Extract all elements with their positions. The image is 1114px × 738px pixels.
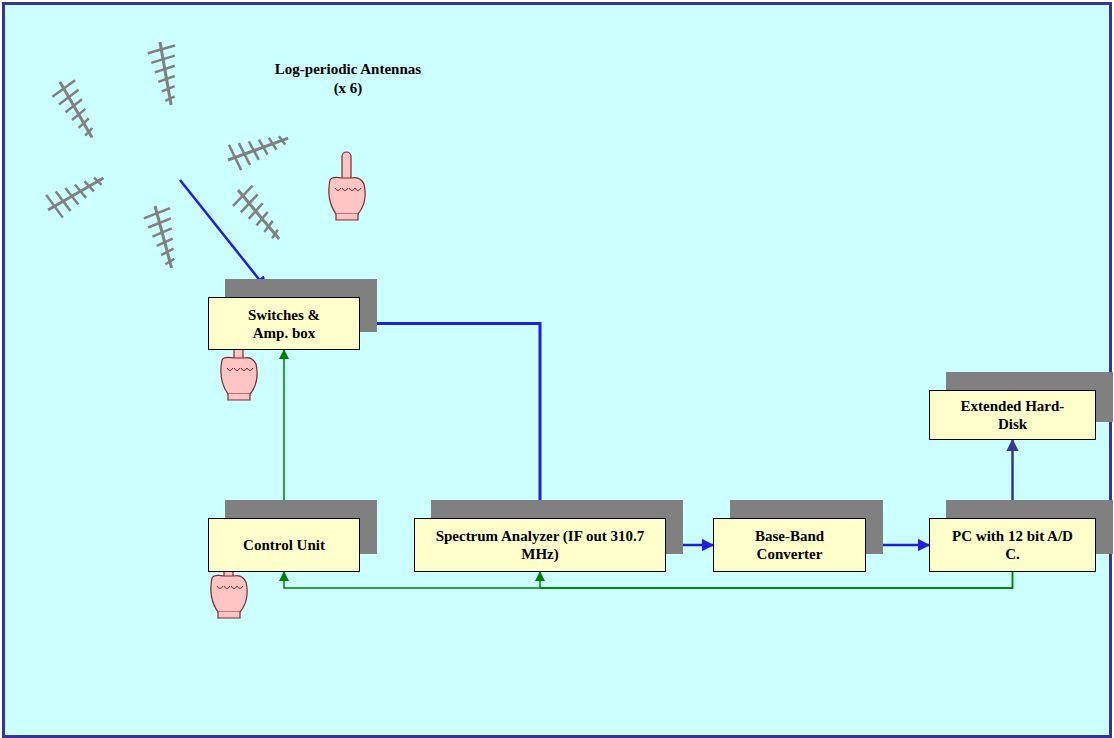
antenna-feed-arrow <box>180 180 266 288</box>
signal-connector <box>666 544 713 547</box>
box-text: PC with 12 bit A/D C. <box>942 525 1084 565</box>
signal-connector <box>540 572 1013 588</box>
antenna-symbol <box>48 75 104 144</box>
antenna-symbol <box>223 125 293 173</box>
antenna-symbol <box>227 181 290 248</box>
process-box: Base-Band Converter <box>713 518 866 572</box>
antenna-symbol <box>146 40 185 108</box>
process-box: Control Unit <box>208 518 360 572</box>
pointing-hand-icon <box>329 152 365 220</box>
antenna-symbol <box>141 202 185 271</box>
signal-connector <box>1011 440 1014 518</box>
antenna-label: Log-periodic Antennas (x 6) <box>268 60 428 98</box>
process-box: Spectrum Analyzer (IF out 310.7 MHz) <box>414 518 666 572</box>
signal-connector <box>283 350 285 518</box>
antenna-symbol <box>41 166 110 222</box>
box-text: Switches & Amp. box <box>223 304 345 344</box>
process-box: PC with 12 bit A/D C. <box>929 518 1096 572</box>
box-text: Base-Band Converter <box>724 525 856 565</box>
log-periodic-antennas <box>41 40 293 272</box>
signal-connector <box>360 324 540 519</box>
box-text: Control Unit <box>237 534 331 556</box>
box-text: Spectrum Analyzer (IF out 310.7 MHz) <box>419 525 661 565</box>
signal-connector <box>284 572 1013 588</box>
process-box: Switches & Amp. box <box>208 297 360 350</box>
box-text: Extended Hard-Disk <box>947 395 1079 435</box>
process-box: Extended Hard-Disk <box>929 390 1096 440</box>
signal-connector <box>866 544 929 547</box>
